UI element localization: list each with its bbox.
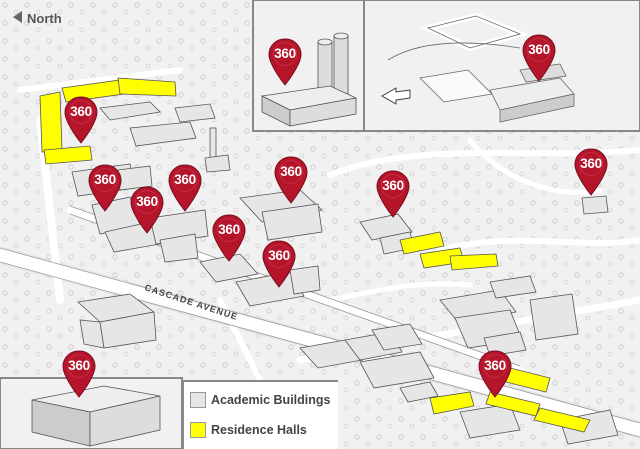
map-pin-label: 360 [70, 104, 92, 119]
map-pin-icon [168, 164, 202, 212]
map-pin-icon [478, 350, 512, 398]
map-pin-360[interactable]: 360 [212, 214, 246, 262]
legend-swatch-residence [190, 422, 206, 438]
map-pin-icon [268, 38, 302, 86]
map-pin-label: 360 [174, 172, 196, 187]
map-pin-label: 360 [218, 222, 240, 237]
legend-label-academic: Academic Buildings [211, 393, 331, 407]
legend-item-residence: Residence Halls [190, 422, 307, 438]
map-pin-label: 360 [274, 46, 296, 61]
north-indicator[interactable]: North [13, 10, 62, 26]
map-pin-icon [62, 350, 96, 398]
map-pin-label: 360 [382, 178, 404, 193]
map-pin-360[interactable]: 360 [522, 34, 556, 82]
map-pin-icon [88, 164, 122, 212]
map-pin-label: 360 [136, 194, 158, 209]
legend-swatch-academic [190, 392, 206, 408]
map-pin-label: 360 [268, 248, 290, 263]
map-pin-360[interactable]: 360 [130, 186, 164, 234]
map-pin-360[interactable]: 360 [88, 164, 122, 212]
map-pin-360[interactable]: 360 [268, 38, 302, 86]
legend-item-academic: Academic Buildings [190, 392, 330, 408]
map-pin-label: 360 [580, 156, 602, 171]
map-pin-label: 360 [484, 358, 506, 373]
map-pin-icon [574, 148, 608, 196]
map-pin-icon [212, 214, 246, 262]
map-pin-360[interactable]: 360 [478, 350, 512, 398]
north-label: North [27, 11, 62, 27]
map-pin-360[interactable]: 360 [64, 96, 98, 144]
map-legend: Academic Buildings Residence Halls [182, 380, 338, 449]
map-pin-360[interactable]: 360 [376, 170, 410, 218]
map-pin-360[interactable]: 360 [62, 350, 96, 398]
map-pin-icon [262, 240, 296, 288]
map-pin-icon [130, 186, 164, 234]
map-pin-360[interactable]: 360 [168, 164, 202, 212]
map-pin-360[interactable]: 360 [262, 240, 296, 288]
map-pin-360[interactable]: 360 [574, 148, 608, 196]
north-arrow-icon [13, 11, 22, 23]
map-pin-icon [522, 34, 556, 82]
map-pin-label: 360 [68, 358, 90, 373]
map-pin-label: 360 [94, 172, 116, 187]
map-pin-label: 360 [528, 42, 550, 57]
map-pin-icon [376, 170, 410, 218]
map-pin-icon [64, 96, 98, 144]
legend-label-residence: Residence Halls [211, 423, 307, 437]
map-pin-360[interactable]: 360 [274, 156, 308, 204]
map-pin-icon [274, 156, 308, 204]
arrow-icon [381, 87, 411, 105]
map-pin-label: 360 [280, 164, 302, 179]
